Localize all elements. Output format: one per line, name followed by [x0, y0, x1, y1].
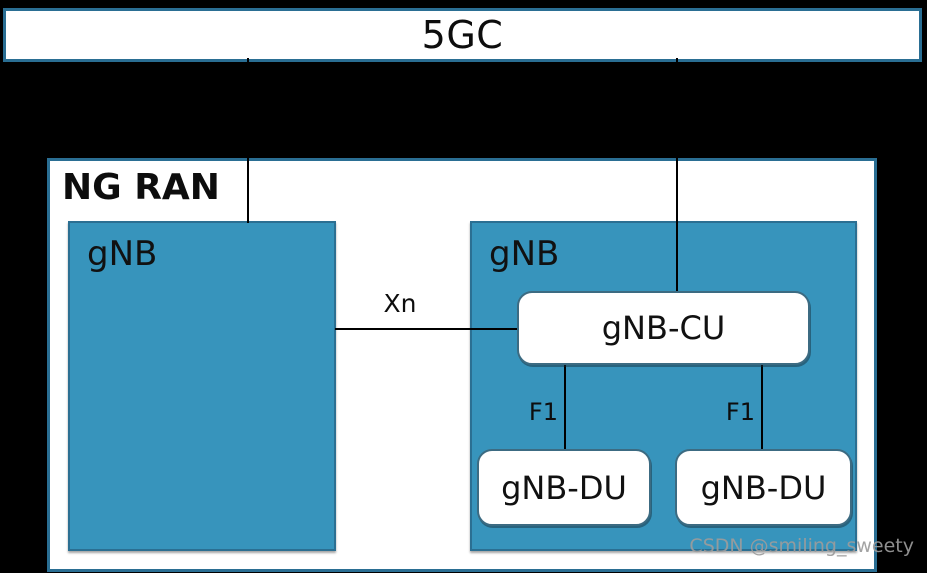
- 5gc-box: 5GC: [3, 8, 922, 62]
- ng-connector-right-line: [676, 58, 678, 294]
- xn-interface-label: Xn: [383, 289, 417, 318]
- xn-interface-line: [335, 328, 519, 330]
- ng-connector-left-line: [247, 58, 249, 223]
- gnb-du-left-box: gNB-DU: [477, 449, 651, 526]
- f1-interface-right-line: [761, 363, 763, 452]
- f1-interface-left-line: [564, 363, 566, 452]
- gnb-du-right-label: gNB-DU: [700, 468, 827, 507]
- gnb-cu-label: gNB-CU: [601, 309, 726, 347]
- gnb-du-right-box: gNB-DU: [675, 449, 852, 526]
- ng-ran-label: NG RAN: [62, 167, 220, 208]
- gnb-du-left-label: gNB-DU: [501, 468, 627, 507]
- 5gc-label: 5GC: [421, 13, 504, 57]
- gnb-right-label: gNB: [489, 234, 560, 274]
- gnb-left-box: gNB: [68, 221, 336, 551]
- gnb-cu-box: gNB-CU: [517, 291, 810, 365]
- f1-interface-left-label: F1: [528, 398, 558, 426]
- csdn-watermark: CSDN @smiling_sweety: [689, 535, 914, 557]
- f1-interface-right-label: F1: [725, 398, 755, 426]
- gnb-left-label: gNB: [87, 234, 158, 274]
